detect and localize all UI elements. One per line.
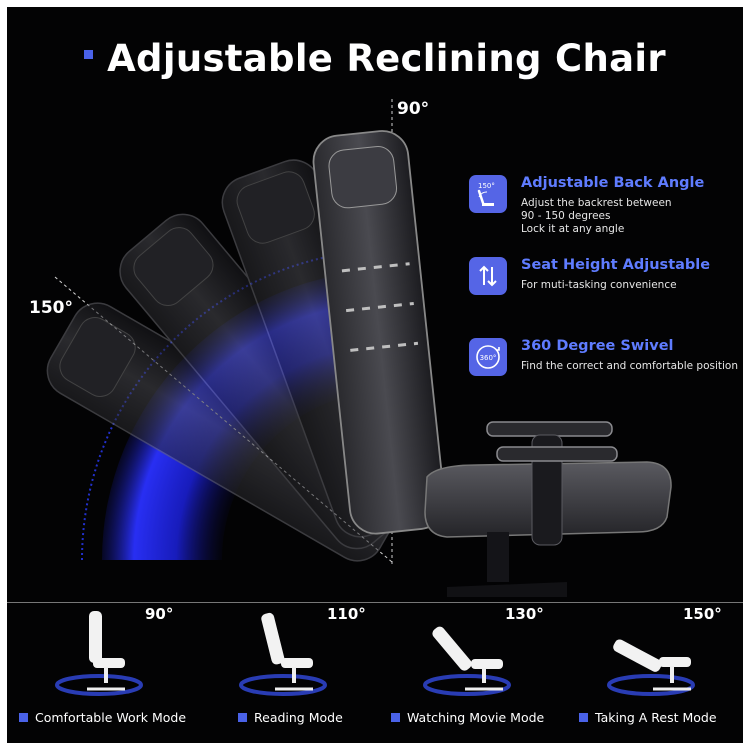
title-text: Adjustable Reclining Chair: [107, 37, 666, 80]
mode-bullet: [238, 713, 247, 722]
mode-label-text: Comfortable Work Mode: [35, 710, 187, 725]
mode-label-work: Comfortable Work Mode: [19, 710, 186, 725]
mode-label-text: Taking A Rest Mode: [595, 710, 717, 725]
mode-label-reading: Reading Mode: [238, 710, 343, 725]
feature-line: Adjust the backrest between: [521, 197, 672, 209]
mode-bullet: [19, 713, 28, 722]
mode-label-movie: Watching Movie Mode: [391, 710, 544, 725]
mode-angle: 150°: [683, 605, 722, 623]
feature-title: 360 Degree Swivel: [521, 338, 674, 354]
mode-angle: 90°: [145, 605, 174, 623]
feature-line: Lock it at any angle: [521, 223, 625, 235]
mode-thumbnail-rest: 150°: [559, 603, 743, 703]
banner-title: Adjustable Reclining Chair: [7, 37, 743, 80]
title-bullet: [84, 50, 94, 59]
feature-title: Adjustable Back Angle: [521, 175, 705, 191]
feature-line: For muti-tasking convenience: [521, 279, 677, 291]
mode-label-text: Reading Mode: [254, 710, 343, 725]
mode-angle: 110°: [327, 605, 366, 623]
reclining-chair-illustration: [46, 99, 672, 597]
mode-thumbnail-movie: 130°: [375, 603, 559, 703]
feature-description: Find the correct and comfortable positio…: [521, 360, 743, 373]
feature-title: Seat Height Adjustable: [521, 257, 711, 273]
back-angle-icon: 150°: [469, 175, 507, 213]
product-banner: Adjustable Reclining Chair: [7, 7, 743, 743]
mode-thumbnail-work: 90°: [7, 603, 191, 703]
feature-description: For muti-tasking convenience: [521, 279, 741, 292]
mode-label-rest: Taking A Rest Mode: [579, 710, 717, 725]
feature-description: Adjust the backrest between 90 - 150 deg…: [521, 197, 741, 236]
mode-bullet: [391, 713, 400, 722]
divider-line: [7, 602, 743, 603]
height-arrows-icon: [469, 257, 507, 295]
mode-angle: 130°: [505, 605, 544, 623]
mode-label-text: Watching Movie Mode: [407, 710, 545, 725]
feature-line: Find the correct and comfortable positio…: [521, 360, 738, 372]
mode-thumbnail-reading: 110°: [191, 603, 375, 703]
recline-angle-label: 150°: [29, 298, 73, 318]
feature-line: 90 - 150 degrees: [521, 210, 611, 222]
mode-bullet: [579, 713, 588, 722]
back-angle-icon-text: 150°: [478, 182, 495, 190]
upright-angle-label: 90°: [397, 99, 430, 119]
swivel-icon-text: 360°: [480, 354, 497, 362]
swivel-icon: 360°: [469, 338, 507, 376]
